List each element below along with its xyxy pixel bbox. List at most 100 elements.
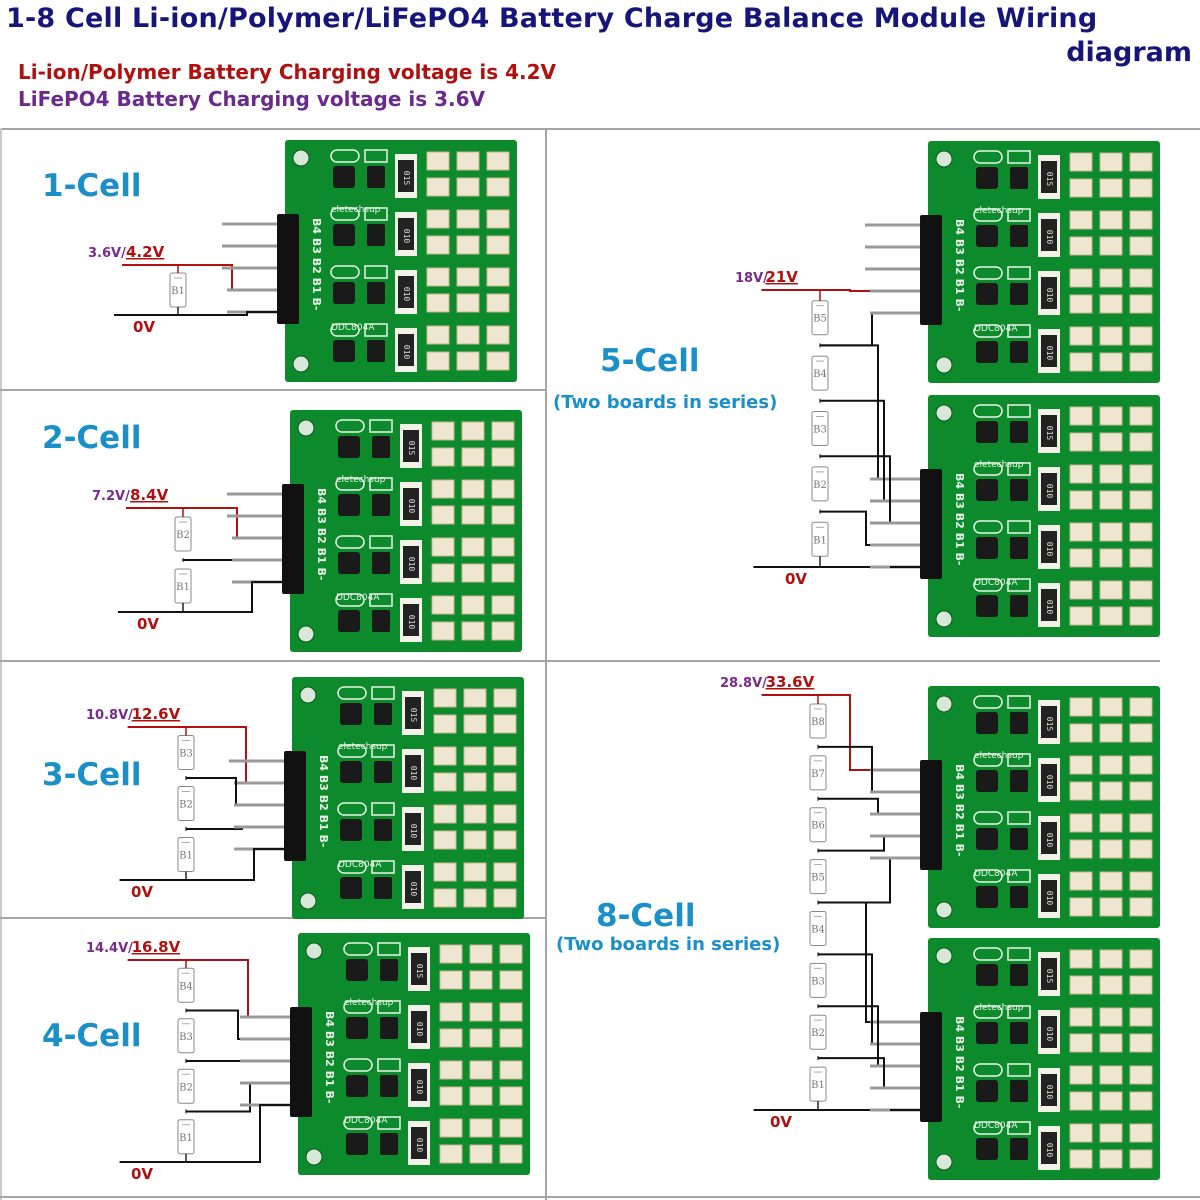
transistor bbox=[1010, 421, 1028, 443]
battery-cell: B2 bbox=[174, 516, 192, 552]
solder-pad bbox=[463, 746, 487, 766]
silk-outline bbox=[364, 207, 388, 221]
solder-pad bbox=[1069, 1123, 1093, 1143]
resistor-code: 010 bbox=[407, 499, 416, 514]
cell-label: 5-Cell bbox=[600, 343, 700, 379]
mounting-hole bbox=[297, 625, 315, 643]
solder-pad bbox=[456, 293, 480, 313]
solder-pad bbox=[461, 621, 485, 641]
battery-body bbox=[811, 411, 829, 446]
battery-label: B3 bbox=[813, 425, 827, 436]
silk-outline bbox=[371, 686, 395, 700]
resistor bbox=[1041, 958, 1057, 990]
silk-outline bbox=[371, 802, 395, 816]
solder-pad bbox=[493, 714, 517, 734]
solder-pad bbox=[1069, 813, 1093, 833]
solder-pad bbox=[1099, 152, 1123, 172]
solder-pad bbox=[486, 293, 510, 313]
solder-pad bbox=[493, 804, 517, 824]
silk-outline bbox=[330, 323, 360, 337]
transistor bbox=[372, 552, 390, 574]
resistor bbox=[1041, 415, 1057, 447]
ic-chip bbox=[333, 282, 355, 304]
mounting-hole bbox=[935, 610, 953, 628]
ic-chip bbox=[346, 1075, 368, 1097]
battery-label: B1 bbox=[811, 1080, 825, 1091]
ic-chip bbox=[976, 341, 998, 363]
solder-pad bbox=[1069, 606, 1093, 626]
solder-pad bbox=[1099, 580, 1123, 600]
solder-pad bbox=[1129, 723, 1153, 743]
column-divider bbox=[545, 128, 547, 1200]
pcb bbox=[290, 410, 522, 652]
voltage-lifepo4: 3.6V/ bbox=[88, 246, 126, 261]
mounting-hole bbox=[935, 1153, 953, 1171]
solder-pad bbox=[1069, 781, 1093, 801]
tap-wire bbox=[820, 399, 920, 502]
battery-label: B2 bbox=[176, 530, 190, 541]
solder-pad bbox=[1129, 464, 1153, 484]
solder-pad bbox=[463, 714, 487, 734]
solder-pad bbox=[433, 772, 457, 792]
brand-silk: eletechsup bbox=[338, 742, 388, 752]
solder-pad bbox=[1099, 1033, 1123, 1053]
pin-labels: B4 B3 B2 B1 B- bbox=[953, 473, 966, 565]
solder-pad bbox=[456, 209, 480, 229]
resistor-code: 010 bbox=[407, 557, 416, 572]
solder-pad bbox=[493, 772, 517, 792]
solder-pad bbox=[1099, 1123, 1123, 1143]
solder-pad bbox=[431, 621, 455, 641]
ground-label: 0V bbox=[133, 318, 155, 336]
solder-pad bbox=[1099, 294, 1123, 314]
solder-pad bbox=[1069, 548, 1093, 568]
ic-chip bbox=[976, 167, 998, 189]
model-silk: DDC804A bbox=[974, 869, 1018, 879]
solder-pad bbox=[426, 151, 450, 171]
battery-body bbox=[177, 1068, 195, 1104]
solder-pad bbox=[463, 862, 487, 882]
solder-pad bbox=[469, 1144, 493, 1164]
transistor bbox=[1010, 1022, 1028, 1044]
solder-pad bbox=[1129, 606, 1153, 626]
battery-label: B8 bbox=[811, 717, 825, 728]
pcb bbox=[928, 686, 1160, 928]
solder-pad bbox=[426, 209, 450, 229]
transistor bbox=[380, 959, 398, 981]
solder-pad bbox=[439, 1144, 463, 1164]
pin-header bbox=[920, 469, 942, 579]
solder-pad bbox=[469, 1086, 493, 1106]
ic-chip bbox=[976, 1022, 998, 1044]
grid-left-border bbox=[0, 128, 2, 1200]
ic-chip bbox=[976, 1080, 998, 1102]
battery-label: B5 bbox=[811, 873, 825, 884]
battery-label: B2 bbox=[179, 1082, 193, 1093]
solder-pad bbox=[1129, 490, 1153, 510]
ic-chip bbox=[333, 166, 355, 188]
pin-header bbox=[282, 484, 304, 594]
resistor bbox=[1041, 335, 1057, 367]
solder-pad bbox=[499, 1028, 523, 1048]
resistor bbox=[405, 697, 421, 729]
solder-pad bbox=[439, 944, 463, 964]
pin-header bbox=[284, 751, 306, 861]
solder-pad bbox=[456, 351, 480, 371]
battery-cell: B1 bbox=[809, 1066, 827, 1102]
solder-pad bbox=[1129, 580, 1153, 600]
solder-pad bbox=[1129, 1149, 1153, 1169]
silk-outline bbox=[335, 477, 365, 491]
solder-pad bbox=[1069, 490, 1093, 510]
silk-outline bbox=[343, 942, 373, 956]
cell-note: (Two boards in series) bbox=[553, 392, 778, 413]
battery-cell: B7 bbox=[809, 755, 827, 791]
brand-silk: eletechsup bbox=[974, 751, 1024, 761]
page-title-continued: diagram bbox=[1066, 37, 1192, 68]
solder-pad bbox=[469, 1060, 493, 1080]
pin-labels: B4 B3 B2 B1 B- bbox=[953, 764, 966, 856]
pcb bbox=[928, 141, 1160, 383]
tap-wire bbox=[186, 1009, 290, 1040]
voltage-liion: 21V bbox=[765, 268, 798, 286]
silk-outline bbox=[335, 535, 365, 549]
